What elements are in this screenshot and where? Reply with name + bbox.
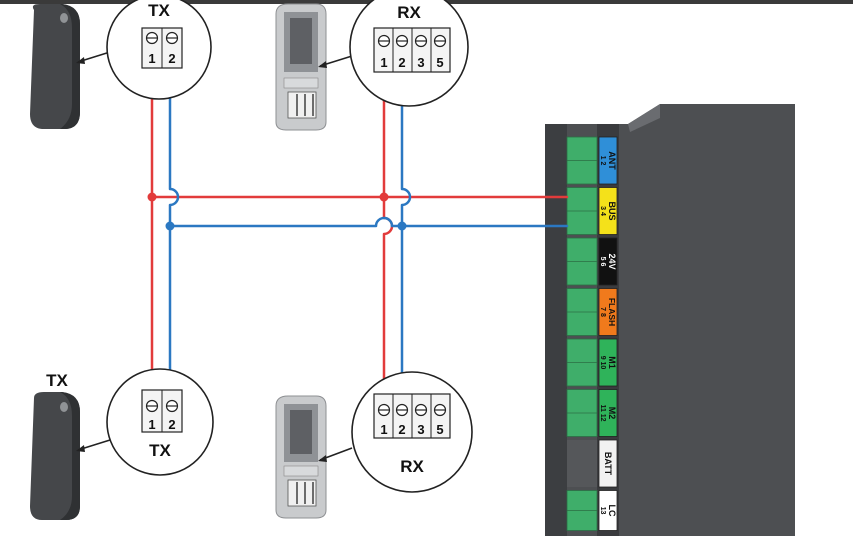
rx-label-top: RX <box>397 3 421 22</box>
board-labels: ANT1 2 BUS3 4 24V5 6 FLASH7 8 M19 10 M211 12 B… <box>598 136 618 531</box>
junction-dot <box>147 192 157 202</box>
board-label-flash: FLASH7 8 <box>598 288 618 336</box>
tx-pin-2: 2 <box>168 51 175 66</box>
board-label-m2: M211 12 <box>598 389 618 437</box>
rx-terminal-block-top: 1 2 3 5 <box>373 27 451 73</box>
junction-dot <box>379 192 389 202</box>
wire-red-rx <box>382 58 394 406</box>
junction-dot <box>397 221 407 231</box>
rx-bottom-pin-3: 3 <box>417 422 424 437</box>
tx-photocell-bottom <box>30 392 111 520</box>
rx-terminal-block-bottom: 1 2 3 5 <box>373 393 451 439</box>
wire-blue-tx <box>168 58 180 406</box>
wire-blue-rx <box>400 58 412 406</box>
board-label-text: BATT <box>603 452 613 476</box>
rx-photocell-bottom <box>275 395 353 519</box>
tx-callout-top: TX 1 2 <box>106 0 212 100</box>
board-label-ant: ANT1 2 <box>598 136 618 185</box>
board-label-batt: BATT <box>598 439 618 488</box>
board-label-bus: BUS3 4 <box>598 187 618 235</box>
board-label-text: BUS3 4 <box>599 201 617 220</box>
rx-pin-3: 3 <box>417 55 424 70</box>
rx-photocell-top <box>275 3 353 131</box>
tx-bottom-pin-1: 1 <box>148 417 155 432</box>
rx-pin-5: 5 <box>436 55 443 70</box>
rx-callout-top: RX 1 2 3 5 <box>349 0 469 107</box>
board-label-text: 24V5 6 <box>599 253 617 269</box>
board-label-text: M211 12 <box>599 404 617 421</box>
board-label-text: FLASH7 8 <box>599 298 617 326</box>
rx-bottom-pin-1: 1 <box>380 422 387 437</box>
tx-terminal-block-bottom: 1 2 <box>141 389 183 433</box>
tx-bottom-pin-2: 2 <box>168 417 175 432</box>
board-label-text: LC13 <box>599 505 617 517</box>
tx-photocell-top <box>30 4 111 129</box>
board-label-text: M19 10 <box>599 356 617 370</box>
board-label-text: ANT1 2 <box>599 151 617 170</box>
junction-dot <box>165 221 175 231</box>
board-label-m1: M19 10 <box>598 338 618 387</box>
rx-callout-bottom: 1 2 3 5 RX <box>351 371 473 493</box>
terminal-blocks <box>566 136 598 531</box>
rx-bottom-pin-5: 5 <box>436 422 443 437</box>
control-board: ANT1 2 BUS3 4 24V5 6 FLASH7 8 M19 10 M211 12 B… <box>545 104 795 536</box>
rx-pin-1: 1 <box>380 55 387 70</box>
board-label-lc: LC13 <box>598 490 618 531</box>
tx-terminal-block-top: 1 2 <box>141 27 183 69</box>
rx-pin-2: 2 <box>398 55 405 70</box>
wires <box>147 58 569 406</box>
tx-label-top: TX <box>148 1 170 20</box>
board-terminal-block <box>567 440 597 487</box>
tx-label-bottom: TX <box>149 441 171 460</box>
tx-callout-bottom: 1 2 TX <box>106 368 214 476</box>
board-label-24v: 24V5 6 <box>598 237 618 286</box>
rx-bottom-pin-2: 2 <box>398 422 405 437</box>
tx-label-bottom-outside: TX <box>46 371 68 390</box>
wire-blue-bus <box>168 216 569 228</box>
rx-label-bottom: RX <box>400 457 424 476</box>
tx-pin-1: 1 <box>148 51 155 66</box>
